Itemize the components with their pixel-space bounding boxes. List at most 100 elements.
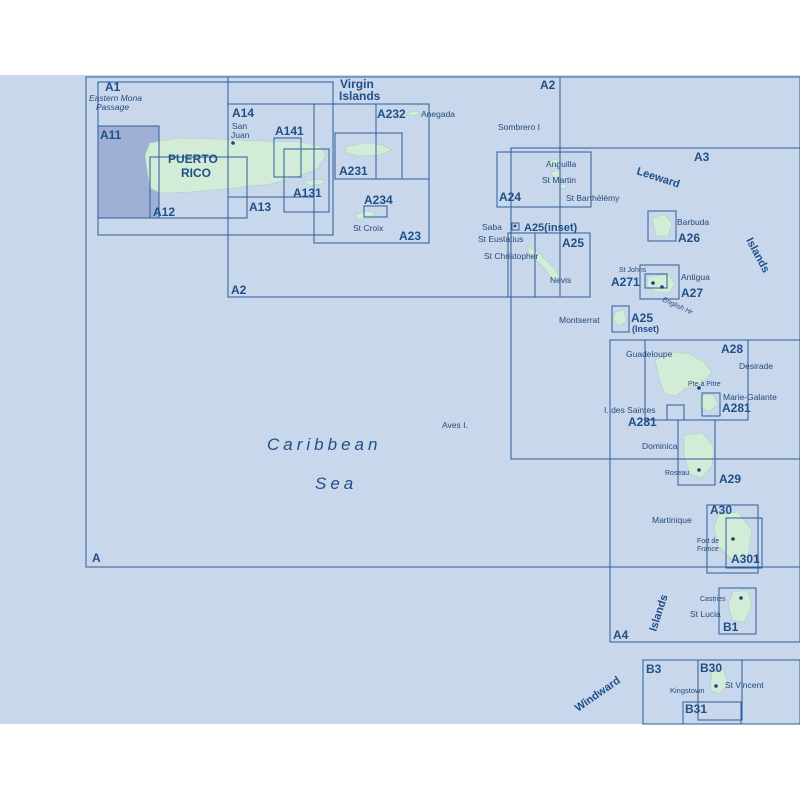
- chart-code-labels: A A1 A11 A12 A13 A14 A141 A131 A2 A2 A23…: [92, 78, 760, 716]
- code-a281-saintes: A281: [628, 415, 657, 429]
- code-a28: A28: [721, 342, 743, 356]
- island-guadeloupe: [654, 351, 713, 397]
- frame-a30: [706, 504, 759, 574]
- frame-a281: [701, 392, 721, 417]
- place-sombrero: Sombrero I: [498, 122, 540, 132]
- frame-a4: [609, 339, 800, 643]
- label-sea: Sea: [315, 474, 357, 493]
- frame-a27: [639, 264, 680, 300]
- place-castries: Castries: [700, 596, 726, 603]
- code-a141: A141: [275, 124, 304, 138]
- frame-a29: [677, 419, 716, 486]
- place-labels: San Juan Anegada St Croix Sombrero I Ang…: [231, 109, 777, 695]
- dot-roseau: [697, 468, 701, 472]
- label-virgin-islands: Islands: [339, 89, 381, 103]
- code-a26: A26: [678, 231, 700, 245]
- dot-pointe-a-pitre: [697, 386, 701, 390]
- code-a23: A23: [399, 229, 421, 243]
- island-st-lucia: [727, 589, 753, 623]
- place-st-christopher: St Christopher: [484, 251, 538, 261]
- frame-b1: [718, 587, 757, 635]
- place-desirade: Desirade: [739, 361, 773, 371]
- code-b30: B30: [700, 661, 722, 675]
- dot-fort-de-france: [731, 537, 735, 541]
- island-anegada: [406, 110, 421, 117]
- frame-a271: [644, 273, 668, 289]
- code-a281: A281: [722, 401, 751, 415]
- label-virgin: Virgin: [340, 77, 374, 91]
- island-barbuda: [651, 213, 673, 237]
- frame-a25-inset: [511, 222, 520, 231]
- frame-b30: [697, 659, 743, 721]
- place-aves: Aves I.: [442, 420, 468, 430]
- place-st-lucia: St Lucia: [690, 609, 721, 619]
- frame-a26: [647, 210, 677, 242]
- code-a14: A14: [232, 106, 254, 120]
- code-a301: A301: [731, 552, 760, 566]
- code-a231: A231: [339, 164, 368, 178]
- label-caribbean: Caribbean: [267, 435, 381, 454]
- label-puerto: PUERTO: [168, 152, 218, 166]
- island-st-barth: [559, 183, 567, 190]
- place-guadeloupe: Guadeloupe: [626, 349, 673, 359]
- place-san: San: [232, 121, 247, 131]
- land-masses: [144, 110, 753, 695]
- frame-a25-inner: [534, 232, 591, 298]
- place-st-croix: St Croix: [353, 223, 384, 233]
- code-a13: A13: [249, 200, 271, 214]
- dot-san-juan: [231, 141, 235, 145]
- code-a27: A27: [681, 286, 703, 300]
- place-kingstown: Kingstown: [670, 686, 705, 695]
- frame-a131: [283, 148, 330, 213]
- frame-a11: [97, 125, 160, 219]
- code-a234: A234: [364, 193, 393, 207]
- place-fort-de: Fort de: [697, 538, 719, 545]
- island-montserrat: [612, 309, 627, 327]
- code-a2-bottom: A2: [231, 283, 247, 297]
- code-b31: B31: [685, 702, 707, 716]
- code-a25-inset-note: (Inset): [632, 324, 659, 334]
- label-mona-2: Passage: [96, 102, 129, 112]
- place-saba: Saba: [482, 222, 502, 232]
- frame-a12: [149, 156, 248, 219]
- place-st-martin: St Martin: [542, 175, 576, 185]
- code-b3: B3: [646, 662, 662, 676]
- code-a232: A232: [377, 107, 406, 121]
- place-roseau: Roseau: [665, 470, 689, 477]
- place-juan: Juan: [231, 130, 250, 140]
- place-saintes: I. des Saintes: [604, 405, 656, 415]
- island-st-vincent: [709, 669, 729, 695]
- island-martinique: [713, 511, 753, 561]
- dot-castries: [739, 596, 743, 600]
- place-marie-galante: Marie-Galante: [723, 392, 777, 402]
- code-a24: A24: [499, 190, 521, 204]
- town-dots: [231, 141, 743, 688]
- island-puerto-rico: [144, 137, 327, 194]
- label-mona-1: Eastern Mona: [89, 93, 142, 103]
- place-pte-a-pitre: Pte à Pitre: [688, 381, 721, 388]
- frame-b31: [682, 701, 742, 725]
- place-anguilla: Anguilla: [546, 159, 577, 169]
- dot-english-hr: [660, 285, 664, 289]
- code-a25: A25: [562, 236, 584, 250]
- place-france: France: [697, 546, 719, 553]
- frame-a234: [363, 205, 388, 218]
- label-rico: RICO: [181, 166, 211, 180]
- code-a2-top: A2: [540, 78, 556, 92]
- frame-a24: [496, 151, 592, 208]
- code-b1: B1: [723, 620, 739, 634]
- place-antigua: Antigua: [681, 272, 710, 282]
- code-a12: A12: [153, 205, 175, 219]
- frame-a281-saintes: [666, 404, 685, 421]
- place-nevis: Nevis: [550, 275, 571, 285]
- island-marie-galante: [699, 393, 719, 413]
- code-a25-inset: A25(inset): [524, 222, 578, 234]
- place-st-barth: St Barthélémy: [566, 193, 620, 203]
- code-a131: A131: [293, 186, 322, 200]
- place-st-vincent: St Vincent: [725, 680, 764, 690]
- chart-frames: [85, 76, 800, 725]
- place-st-johns: St Johns: [619, 267, 647, 274]
- dot-kingstown: [714, 684, 718, 688]
- code-a25-montserrat: A25: [631, 311, 653, 325]
